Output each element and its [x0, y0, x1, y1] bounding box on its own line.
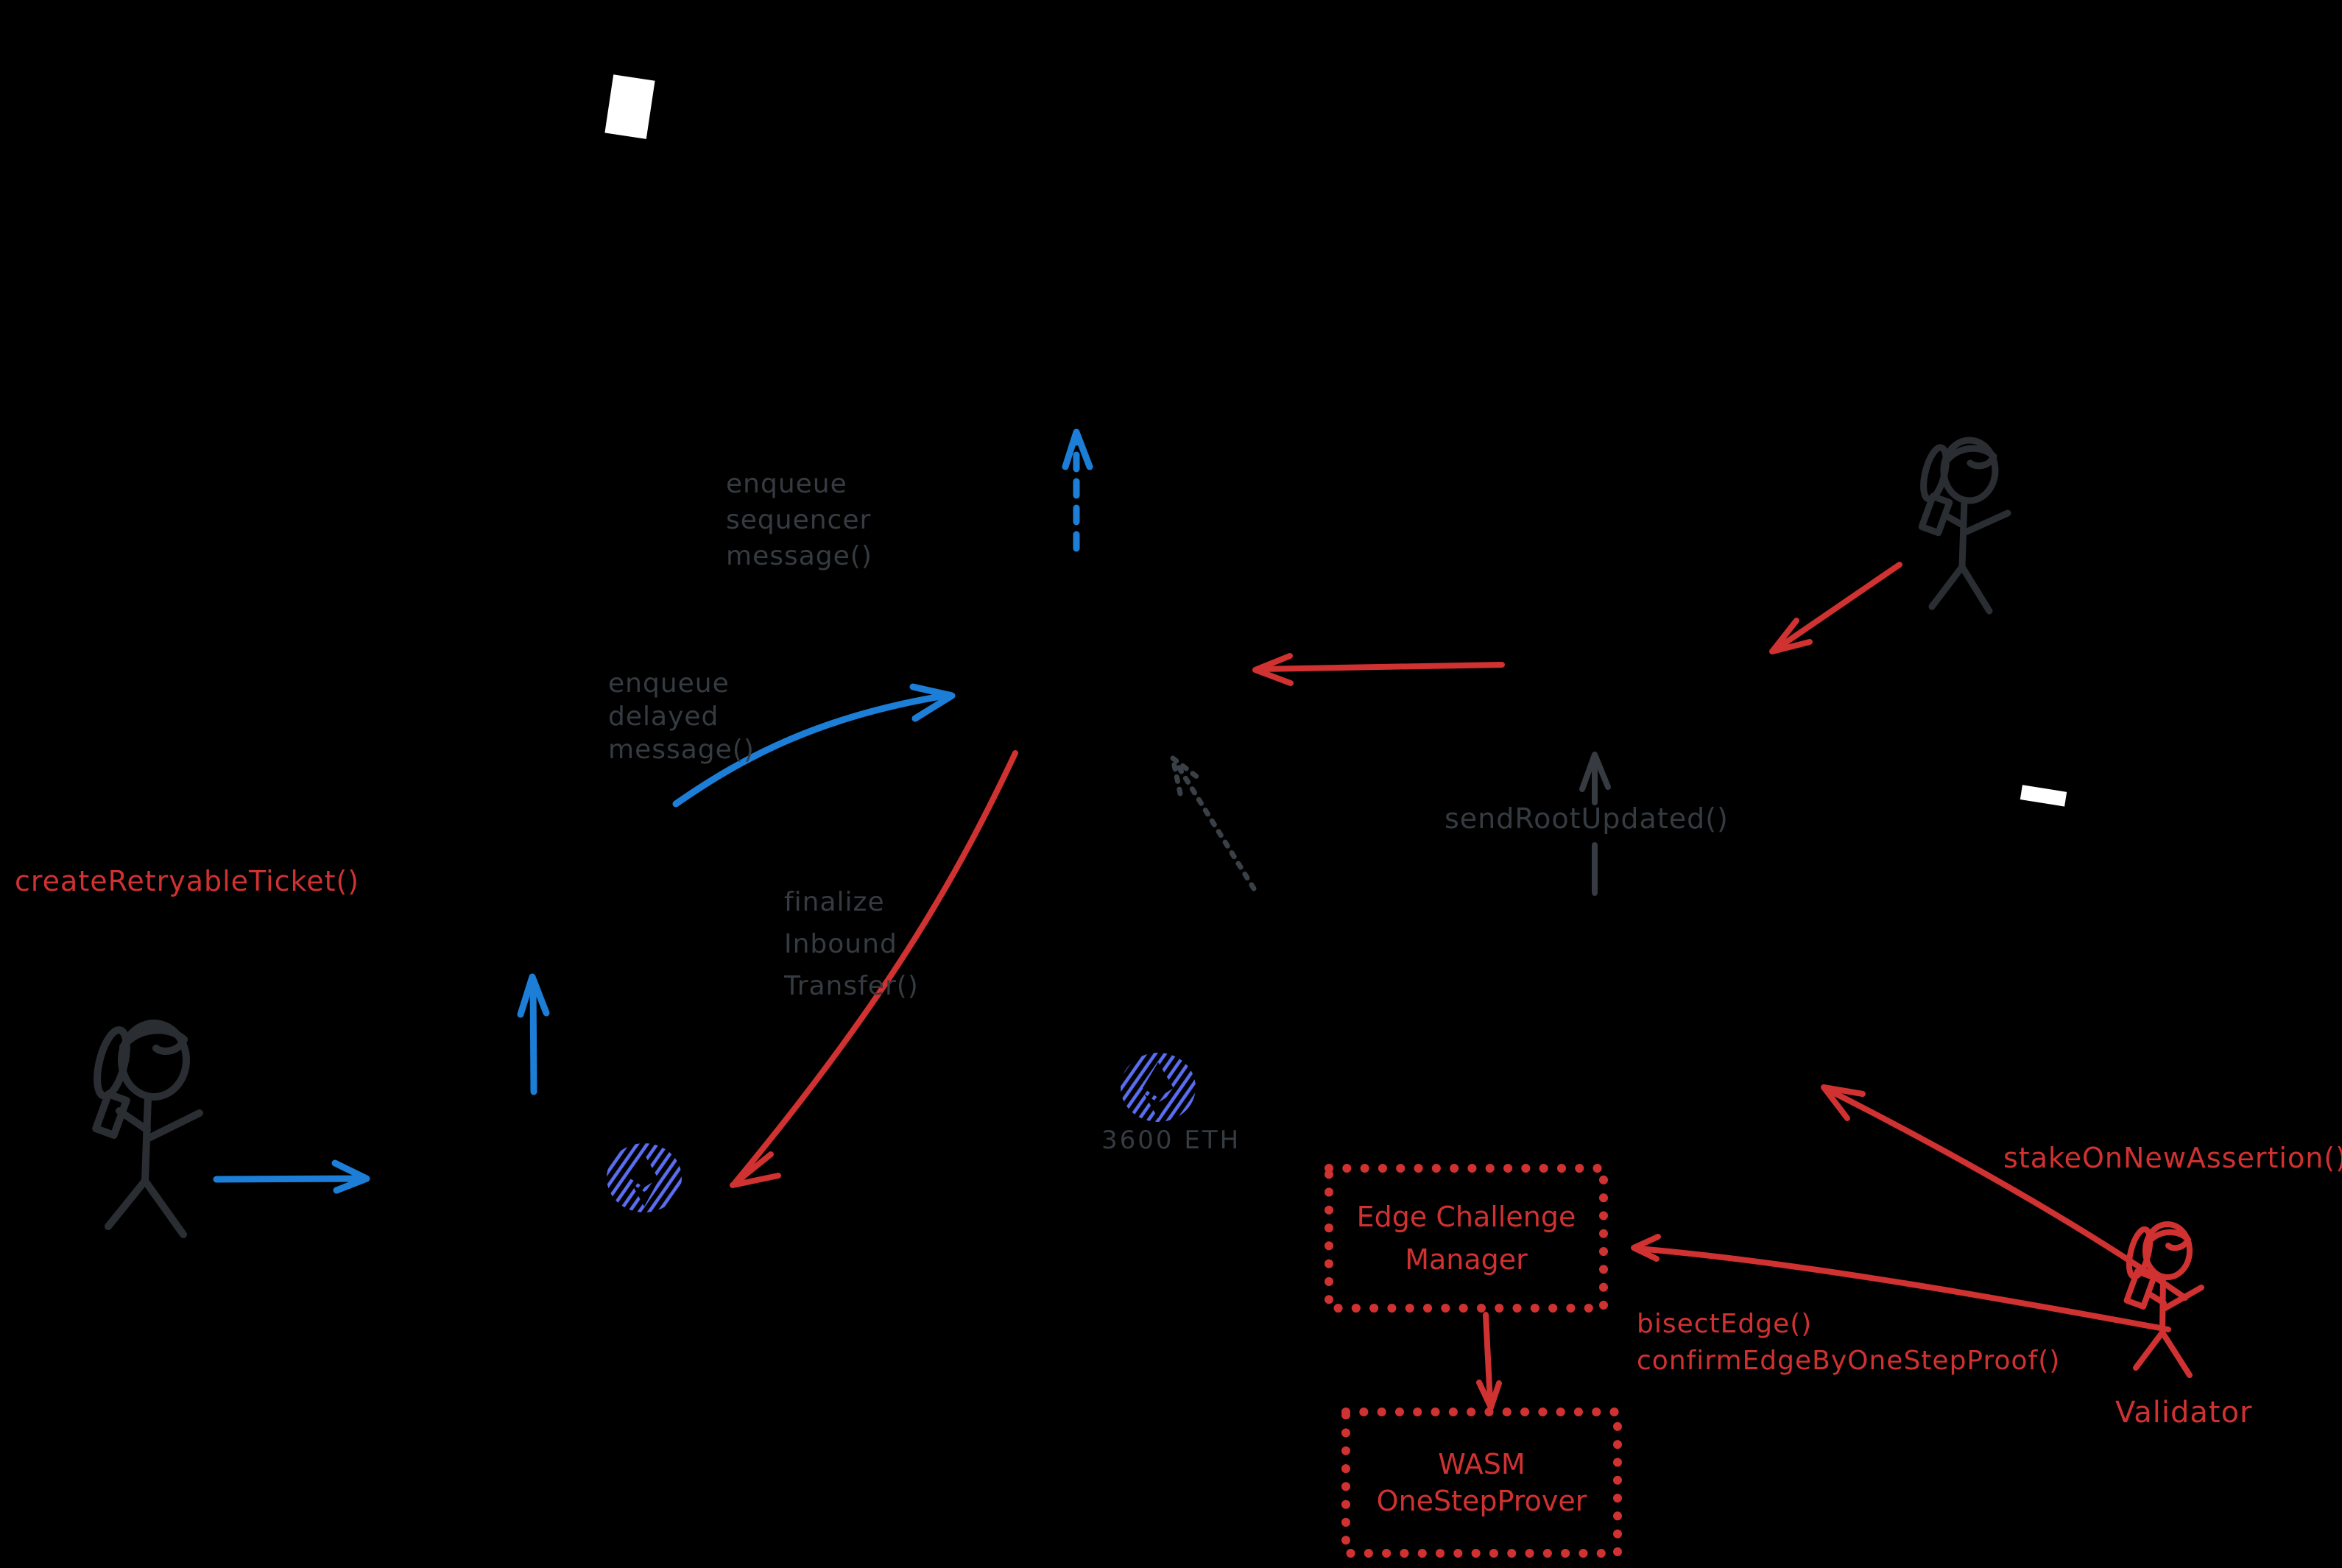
validator-figure: [2123, 1221, 2204, 1378]
arrow-send-root-updated: [1579, 752, 1611, 896]
label-line: delayed: [608, 702, 719, 732]
arrow-finalize-inbound: [730, 750, 1018, 1188]
arrow-staker-assertion: [1769, 562, 1902, 654]
arrow-stake-on-new-assertion: [1821, 1084, 2188, 1301]
arrow-enqueue-delayed: [672, 683, 956, 808]
label-line: message(): [608, 735, 755, 765]
white-card-top-left: [604, 74, 655, 139]
label-line: enqueue: [726, 469, 847, 499]
hair-icon: [119, 1026, 188, 1055]
arrow-ecm-to-wasm: [1476, 1312, 1502, 1410]
head-icon: [118, 1020, 190, 1101]
arrow-rollup-left: [1252, 653, 1505, 686]
hair-icon: [2145, 1229, 2191, 1251]
label-enqueue-sequencer: enqueue sequencer message(): [726, 466, 872, 574]
hair-icon: [1944, 445, 1997, 470]
label-send-root-updated: sendRootUpdated(): [1445, 802, 1729, 835]
label-validator: Validator: [2115, 1396, 2253, 1430]
arrow-user-right: [213, 1159, 370, 1194]
label-line: Edge Challenge: [1356, 1201, 1576, 1233]
label-bisect-edge: bisectEdge(): [1637, 1309, 1813, 1339]
arrow-gateway-up: [517, 973, 550, 1095]
label-line: Manager: [1405, 1243, 1528, 1276]
arrow-dotted-gray: [1170, 755, 1257, 891]
label-line: sequencer: [726, 505, 872, 535]
arrow-bisect-edge: [1631, 1234, 2171, 1332]
label-line: enqueue: [608, 668, 730, 699]
eth-coin-icon-left: [607, 1143, 682, 1212]
user-figure-left: [92, 1020, 203, 1238]
wasm-one-step-prover-box: [1341, 1408, 1622, 1558]
edge-challenge-manager-box: [1325, 1164, 1608, 1313]
white-card-right: [2020, 785, 2067, 807]
head-icon: [2142, 1221, 2193, 1280]
label-line: WASM: [1438, 1448, 1526, 1480]
label-confirm-edge: confirmEdgeByOneStepProof(): [1637, 1346, 2061, 1376]
label-line: message(): [726, 541, 872, 571]
label-line: Inbound: [784, 929, 897, 959]
label-stake-on-new-assertion: stakeOnNewAssertion(): [2003, 1142, 2342, 1174]
label-create-retryable-ticket: createRetryableTicket(): [15, 865, 360, 897]
phone-icon: [92, 1090, 130, 1139]
label-line: OneStepProver: [1376, 1485, 1587, 1517]
arrow-sequencer-up: [1062, 428, 1093, 552]
label-line: finalize: [784, 887, 885, 917]
user-figure-top-right: [1918, 437, 2011, 615]
label-line: Transfer(): [784, 971, 919, 1001]
wasm-one-step-prover-label: WASM OneStepProver: [1346, 1412, 1618, 1553]
head-icon: [1940, 437, 1999, 504]
eth-coin-icon-center: [1121, 1053, 1196, 1122]
label-eth-amount: 3600 ETH: [1101, 1126, 1241, 1155]
